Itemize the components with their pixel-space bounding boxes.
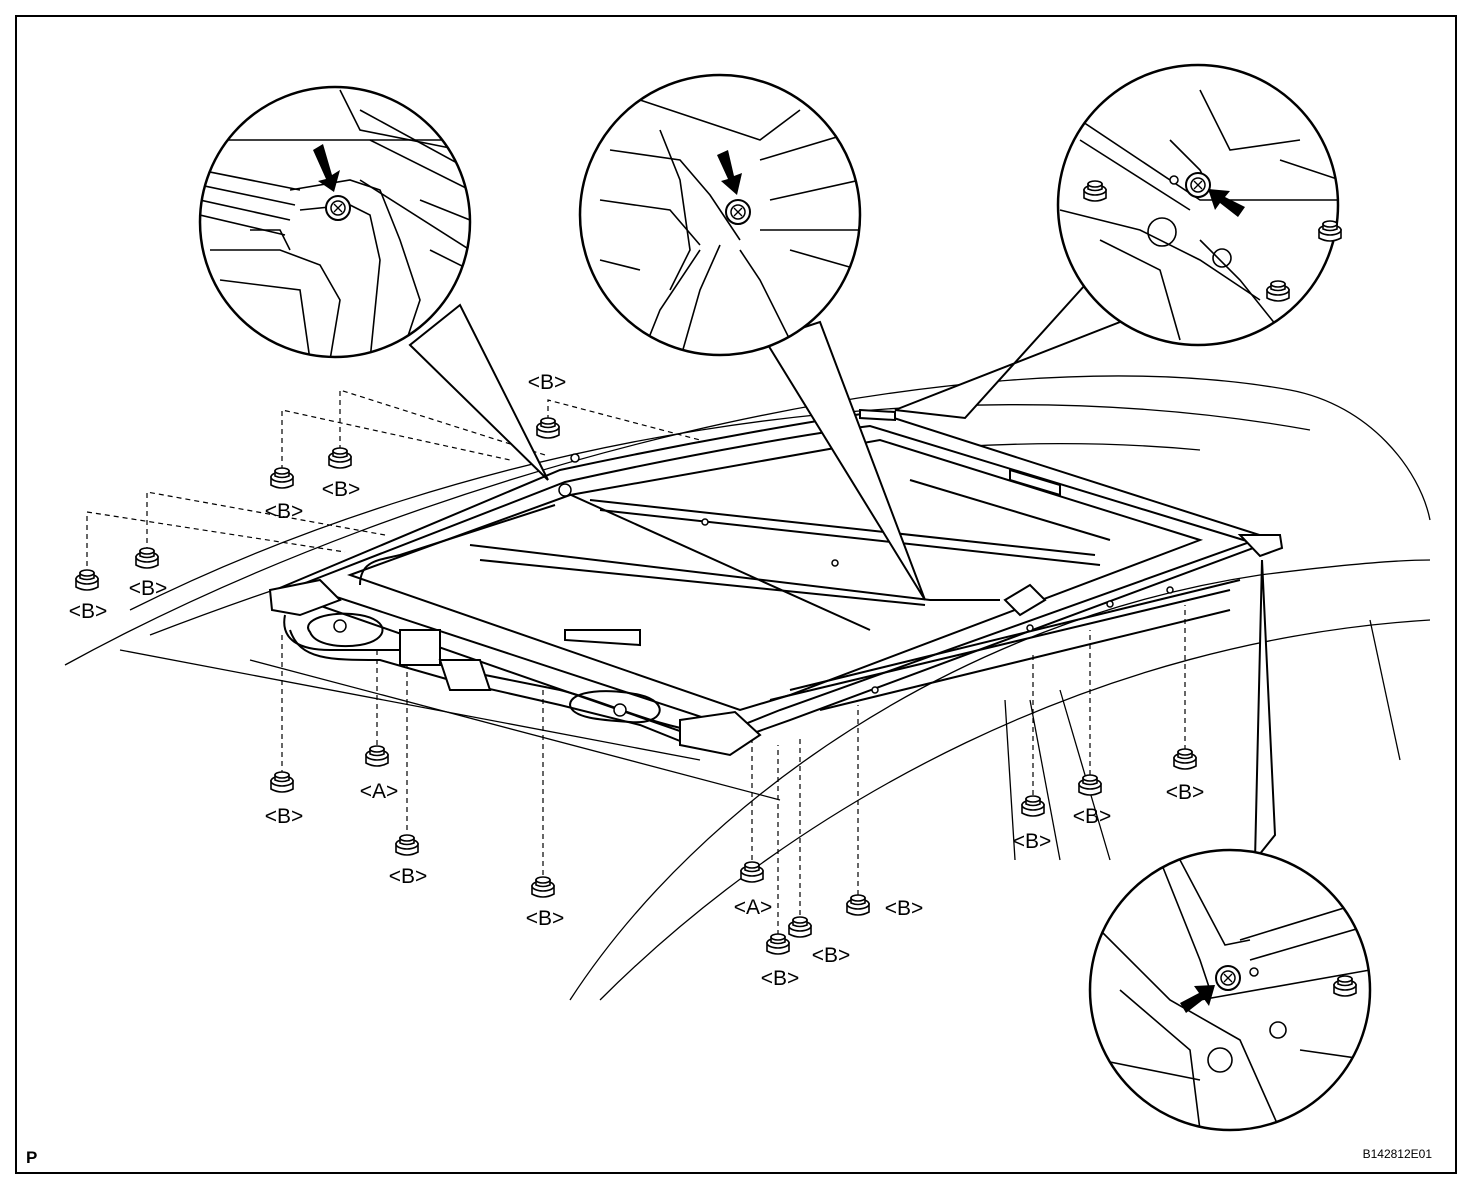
bolt-icon [725,199,751,225]
fastener-label: <B> [526,907,565,930]
fastener-label: <B> [1166,781,1205,804]
bolt-icon [1185,172,1211,198]
figure-border [15,15,1457,1174]
fastener-label: <B> [389,865,428,888]
nut-icon [1318,220,1342,242]
nut-icon [1333,975,1357,997]
vehicle-body-outline [64,375,1431,1001]
nut-icon [365,745,389,767]
nut-icon [740,861,764,883]
nut-icon [395,834,419,856]
fastener-label: <B> [265,500,304,523]
arrow-icon [313,144,340,192]
fastener-label: <B> [129,577,168,600]
arrow-icon [717,150,742,195]
nut-icon [135,547,159,569]
nut-icon [1083,180,1107,202]
nut-icon [270,467,294,489]
nut-icon [270,771,294,793]
fastener-label: <B> [69,600,108,623]
corner-letter: P [26,1148,37,1167]
arrow-icon [1180,985,1215,1013]
fastener-label: <A> [734,896,773,919]
arrow-icon [1208,189,1245,217]
fastener-label: <B> [761,967,800,990]
nut-icon [766,933,790,955]
fastener-label: <B> [812,944,851,967]
nut-icon [1266,280,1290,302]
nut-icon [1021,795,1045,817]
leader-lines [86,389,1186,935]
nut-icon [846,894,870,916]
nut-icon [536,417,560,439]
fastener-label: <B> [265,805,304,828]
nut-icon [788,916,812,938]
frame-bolt-marks [333,453,1174,717]
nut-icon [531,876,555,898]
fastener-label: <B> [528,371,567,394]
detail-callout-3 [1056,63,1342,347]
fastener-label: <A> [360,780,399,803]
nut-icon [75,569,99,591]
fastener-labels: <B> <B> <B> <B> <B> <B> <A> <B> <B> <A> … [69,371,1205,990]
detail-callout-1 [198,85,472,359]
detail-callout-4 [1088,848,1372,1132]
fastener-label: <B> [322,478,361,501]
nut-icon [328,447,352,469]
sunroof-frame [268,408,1284,757]
fastener-label: <B> [1073,805,1112,828]
fastener-label: <B> [1013,830,1052,853]
bolt-icon [325,195,351,221]
figure-code: B142812E01 [1363,1147,1433,1161]
bolt-icon [1215,965,1241,991]
nut-icon [1078,774,1102,796]
fastener-label: <B> [885,897,924,920]
nut-icon [1173,748,1197,770]
detail-callout-2 [578,73,862,357]
